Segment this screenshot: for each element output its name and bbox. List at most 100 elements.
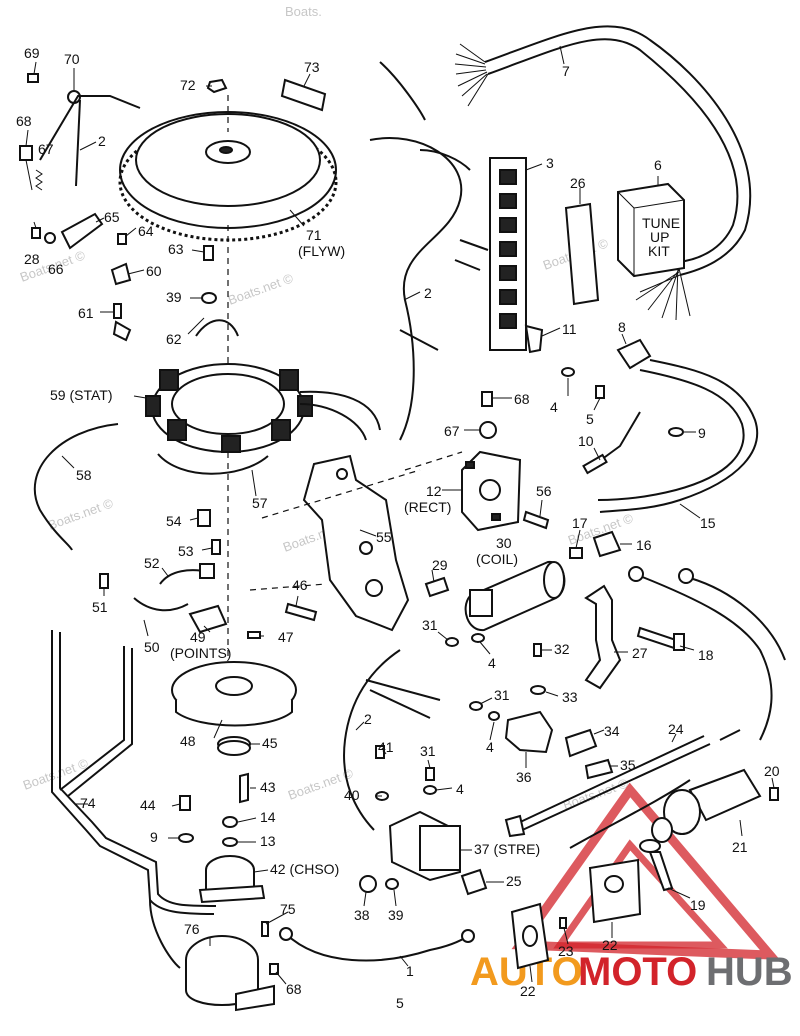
terminal-25: [460, 868, 488, 896]
screw-75: [261, 921, 269, 937]
starter-76: [185, 935, 275, 1012]
callout-12: 12: [426, 483, 442, 499]
callout-38: 38: [354, 907, 370, 923]
callout-27: 27: [632, 645, 648, 661]
wire-57: [157, 453, 269, 475]
callout-73: 73: [304, 59, 320, 75]
callout-68: 68: [16, 113, 32, 129]
callout-13: 13: [260, 833, 276, 849]
stator-59: [145, 363, 381, 453]
wire-10: [582, 411, 641, 475]
wire-2-top: [39, 95, 141, 187]
plate-22-right: [588, 858, 642, 924]
callout-22-bottom: 22: [520, 983, 536, 999]
wiring-harness-7: [454, 25, 752, 321]
plate-22-left: [510, 902, 550, 970]
callout-64: 64: [138, 223, 154, 239]
clip-62: [195, 319, 239, 337]
flywheel-71: [118, 95, 338, 390]
wire-harness-2-lower: [343, 649, 441, 831]
callout-4-b: 4: [488, 655, 496, 671]
callout-49-sub: (POINTS): [170, 645, 231, 661]
washer-9-mid: [178, 833, 194, 843]
starter-solenoid-37: [388, 810, 461, 882]
callout-7: 7: [562, 63, 570, 79]
callout-30-sub: (COIL): [476, 551, 518, 567]
callout-42: 42 (CHSO): [270, 861, 339, 877]
callout-76: 76: [184, 921, 200, 937]
part-62-bracket: [112, 320, 132, 342]
callout-68-mid: 68: [514, 391, 530, 407]
washer-67-mid: [479, 421, 497, 439]
callout-55: 55: [376, 529, 392, 545]
screw-61: [113, 303, 122, 319]
callout-61: 61: [78, 305, 94, 321]
insulator-35: [584, 758, 614, 780]
watermark-mid-left: Boats.net ©: [46, 495, 116, 533]
logo-hub-text: HUB: [706, 950, 793, 994]
page-number: 5: [396, 995, 404, 1011]
breaker-plate-48: [171, 661, 297, 727]
callout-62: 62: [166, 331, 182, 347]
callout-75: 75: [280, 901, 296, 917]
terminal-block-3: [489, 157, 527, 351]
callout-9: 9: [698, 425, 706, 441]
callout-40: 40: [344, 787, 360, 803]
callout-labels: 69 70 68 67 2 65 28 66 64 63 60 39 61 62…: [16, 45, 780, 999]
callout-25: 25: [506, 873, 522, 889]
callout-60: 60: [146, 263, 162, 279]
washer-13: [222, 837, 238, 847]
callout-70: 70: [64, 51, 80, 67]
nut-14: [222, 816, 238, 828]
callout-58: 58: [76, 467, 92, 483]
callout-63: 63: [168, 241, 184, 257]
screw-68-bottom: [269, 963, 279, 975]
callout-26: 26: [570, 175, 586, 191]
callout-74: 74: [80, 795, 96, 811]
wire-harness-74: [51, 630, 217, 969]
washer-66: [44, 232, 56, 244]
bolt-18: [636, 626, 685, 651]
washer-31-b: [469, 701, 483, 711]
tune-up-kit-6: TUNE UP KIT: [617, 182, 685, 278]
callout-48: 48: [180, 733, 196, 749]
bracket-60: [110, 262, 132, 286]
washer-4-c: [488, 711, 500, 721]
callout-66: 66: [48, 261, 64, 277]
cable-to-starter: [569, 779, 691, 849]
callout-59: 59 (STAT): [50, 387, 113, 403]
callout-52: 52: [144, 555, 160, 571]
points-49: [188, 604, 228, 634]
spring-67-top: [35, 169, 43, 191]
screw-32: [533, 643, 542, 657]
screw-51: [99, 573, 109, 589]
callout-31-c: 31: [420, 743, 436, 759]
logo-moto-text: MOTO: [578, 950, 697, 994]
callout-34: 34: [604, 723, 620, 739]
screw-46: [284, 602, 318, 622]
callout-71-sub: (FLYW): [298, 243, 345, 259]
screw-68-mid: [481, 391, 493, 407]
callout-39: 39: [166, 289, 182, 305]
screw-5: [595, 385, 605, 399]
callout-67: 67: [38, 141, 54, 157]
callout-3: 3: [546, 155, 554, 171]
jumper-11: [524, 324, 544, 354]
watermark-top: Boats.: [285, 4, 322, 19]
boot-16: [592, 530, 622, 558]
washer-4-b: [471, 633, 485, 643]
washer-39-b: [385, 878, 399, 890]
callout-49: 49: [190, 629, 206, 645]
screw-56: [522, 510, 550, 530]
callout-15: 15: [700, 515, 716, 531]
tune-up-kit-line2: UP: [650, 229, 669, 245]
callout-31: 31: [422, 617, 438, 633]
screw-44: [179, 795, 191, 811]
bracket-36: [504, 710, 554, 754]
decal-26: [564, 202, 600, 306]
callout-2: 2: [98, 133, 106, 149]
screw-63: [203, 245, 214, 261]
tune-up-kit-line1: TUNE: [642, 215, 680, 231]
callout-8: 8: [618, 319, 626, 335]
